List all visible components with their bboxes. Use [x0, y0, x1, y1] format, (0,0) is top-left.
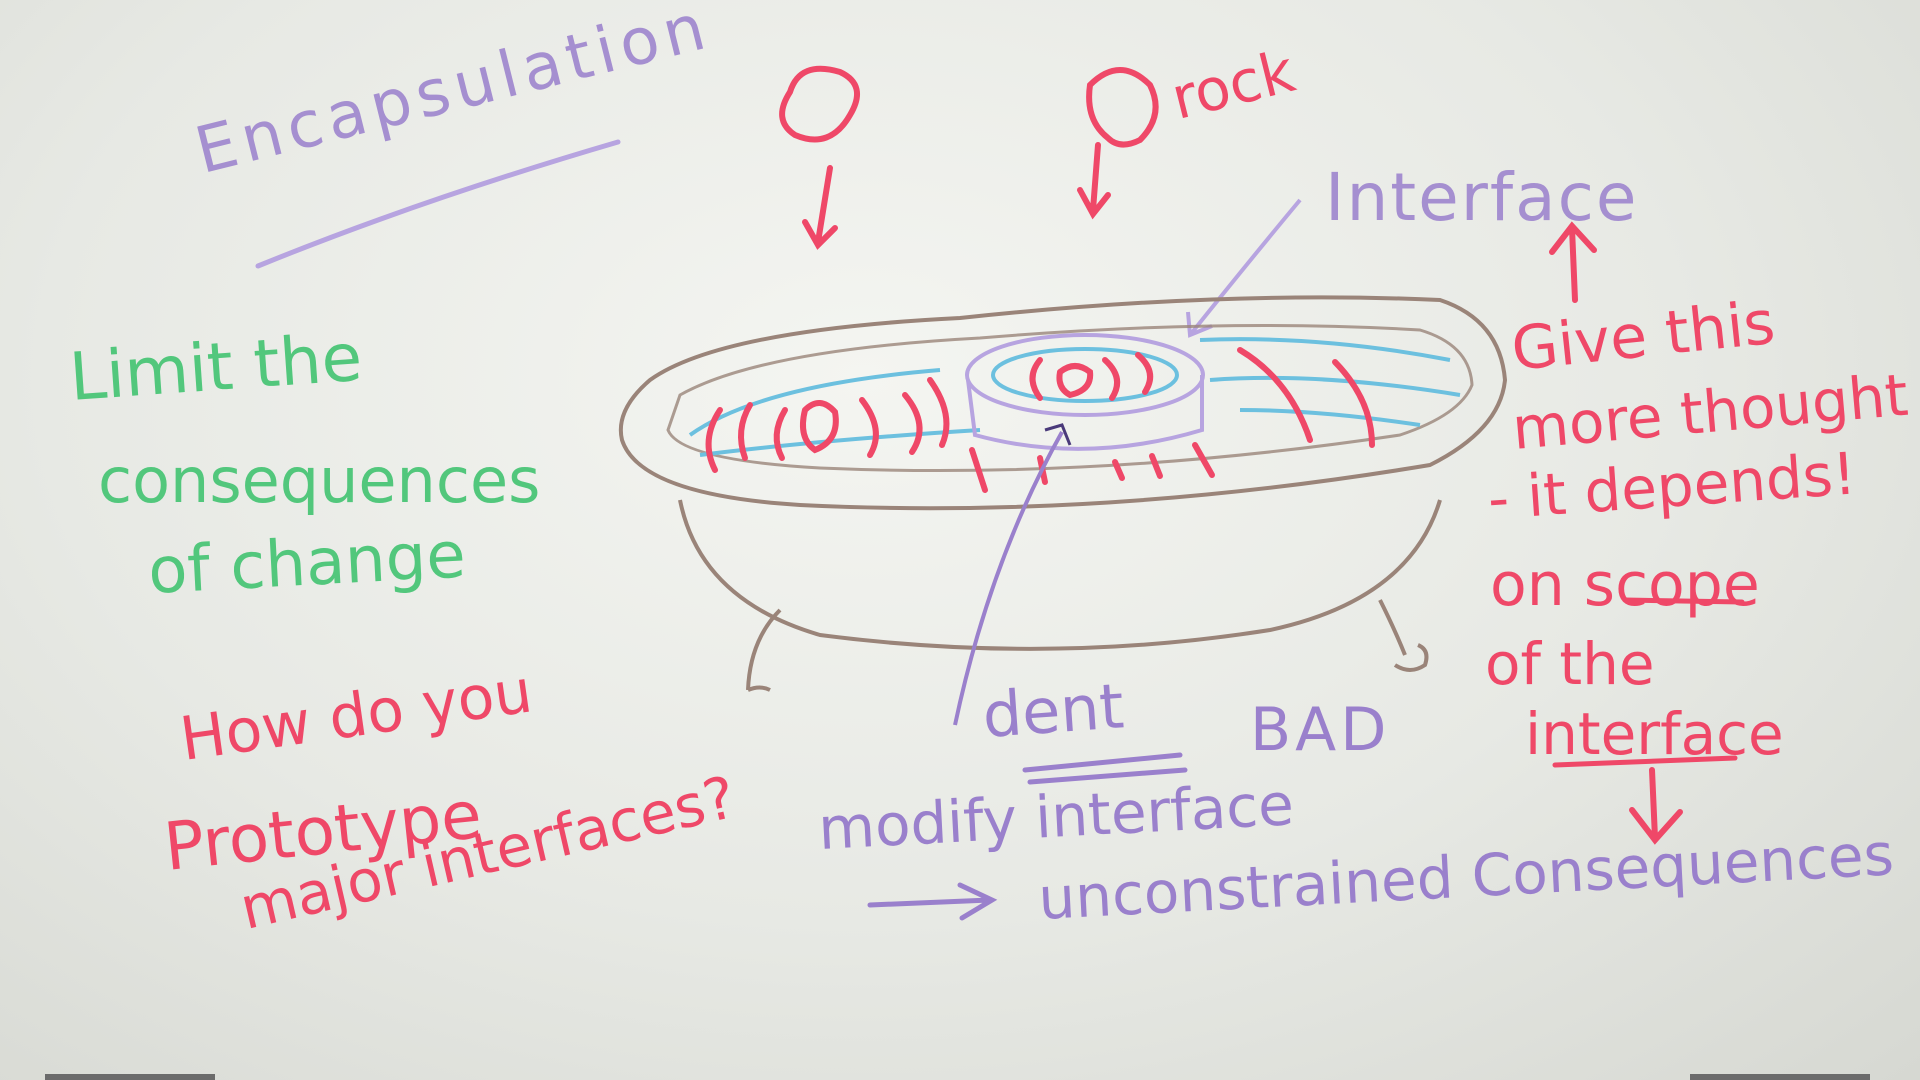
- dent-underline-2: [1027, 767, 1188, 785]
- scope-underline: [1622, 597, 1745, 605]
- dent-underline-1: [1022, 752, 1183, 773]
- purple-arrow: [867, 882, 998, 921]
- ripple-left-3: [773, 407, 788, 461]
- interface-underline: [1552, 755, 1738, 768]
- dent-label: dent: [980, 669, 1127, 752]
- limit-line-3: of change: [146, 518, 468, 609]
- water-line-4: [1209, 375, 1461, 397]
- dent-pointer: [953, 431, 1064, 726]
- interface-ring-inner: [991, 347, 1179, 403]
- ripple-left-4: [800, 400, 839, 454]
- interface-pointer: [1188, 198, 1302, 337]
- bad-label: BAD: [1250, 695, 1391, 765]
- interface-ring-wall: [966, 375, 1204, 451]
- limit-line-2: consequences: [98, 444, 541, 517]
- water-line-5: [1239, 408, 1421, 427]
- ripple-right-2: [1332, 359, 1375, 448]
- board-frame-left: [45, 1074, 215, 1080]
- drop-circle-left: [779, 65, 861, 143]
- ripple-ring-4: [1135, 352, 1154, 395]
- drop-arrow-rock: [1077, 142, 1111, 220]
- tub-rim: [618, 295, 1508, 511]
- ripple-right-1: [1237, 347, 1313, 443]
- interface-up-arrow: [1549, 221, 1597, 303]
- ripple-left-1: [705, 407, 723, 473]
- limit-line-1: Limit the: [66, 318, 365, 416]
- rock-shape: [1086, 67, 1159, 148]
- down-arrow-consequences: [1629, 767, 1683, 845]
- ripple-left-7: [927, 377, 950, 448]
- ripple-left-6: [902, 392, 923, 455]
- tub-foot-left: [746, 608, 782, 692]
- drop-arrow-left: [802, 165, 838, 250]
- water-line-1: [688, 368, 941, 437]
- tub-basin: [678, 499, 1442, 651]
- ripple-ring-1: [1029, 357, 1043, 401]
- tub-foot-right: [1378, 599, 1429, 672]
- ripple-left-2: [738, 402, 753, 461]
- heading-underline: [255, 139, 621, 269]
- ripple-ring-3: [1102, 357, 1121, 401]
- thought-line-6: interface: [1525, 700, 1784, 768]
- water-line-3: [1199, 337, 1451, 362]
- ripple-ring-2: [1056, 363, 1094, 399]
- board-frame-right: [1690, 1074, 1870, 1080]
- interface-label: Interface: [1325, 159, 1639, 236]
- tub-inner: [666, 324, 1474, 473]
- ripple-left-5: [859, 397, 879, 458]
- thought-line-4: on scope: [1490, 550, 1760, 620]
- thought-line-5: of the: [1485, 630, 1655, 698]
